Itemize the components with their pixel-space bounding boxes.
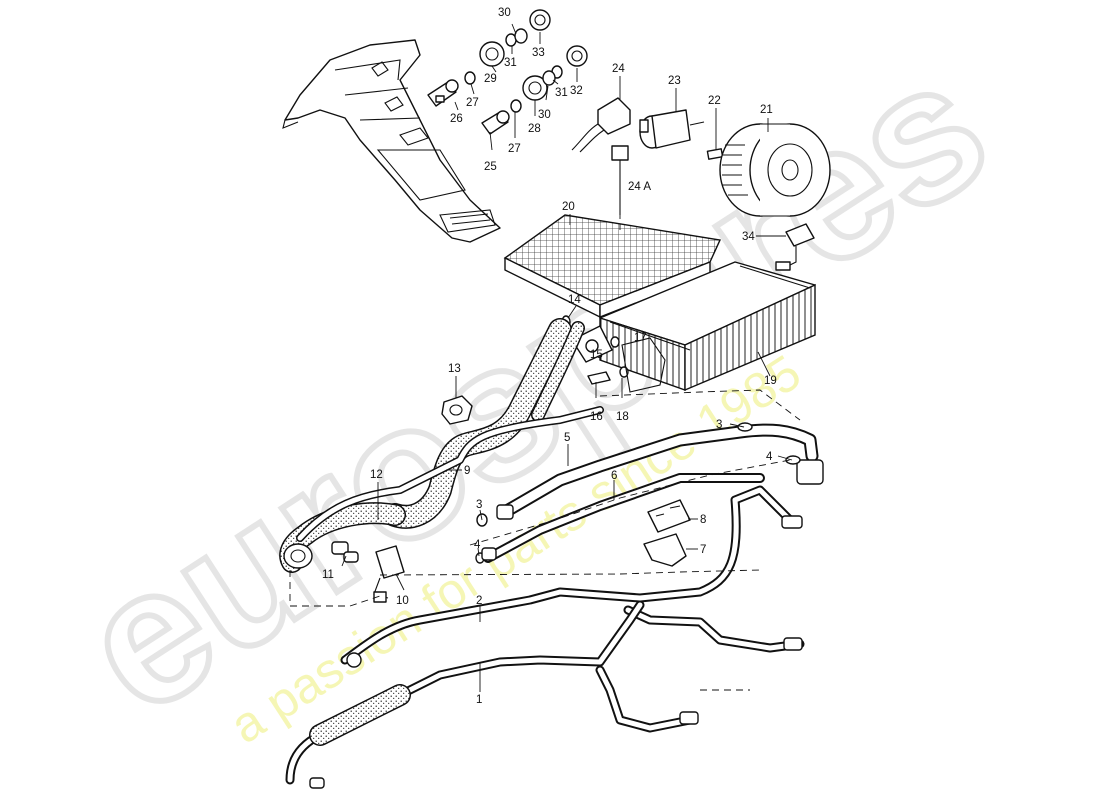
filter-part-20 [503,214,722,318]
switch-part-26 [427,79,459,107]
fittings-part-3-4 [475,422,801,564]
callout-19: 19 [764,375,777,387]
callout-31-upper: 31 [504,57,517,69]
callout-5: 5 [564,432,570,444]
callout-20: 20 [562,201,575,213]
bracket-part-10 [373,545,405,603]
grommet-part-13 [441,395,473,425]
callout-27-lower: 27 [508,143,521,155]
oring-part-17 [610,336,620,348]
knob-part-28 [522,75,548,101]
callout-22: 22 [708,95,721,107]
callout-17: 17 [634,332,647,344]
callout-21: 21 [760,104,773,116]
ring-part-30 [514,28,556,86]
callout-7: 7 [700,544,706,556]
knob-part-32 [566,45,588,67]
callout-3-lower: 3 [476,499,482,511]
clamp-part-8 [647,499,691,533]
knob-part-29 [479,41,505,67]
callout-31-lower: 31 [555,87,568,99]
callout-4-lower: 4 [474,539,481,551]
callout-29: 29 [484,73,497,85]
callout-30-upper: 30 [498,7,511,19]
pipe-part-1 [285,600,699,789]
callout-4-upper: 4 [766,451,773,463]
fitting-part-11 [331,541,359,563]
pipe-part-5 [498,423,824,519]
callout-12: 12 [370,469,383,481]
callout-1: 1 [476,694,482,706]
callout-33: 33 [532,47,545,59]
gasket-part-16 [587,371,611,385]
motor-part-23 [639,109,705,149]
callout-26: 26 [450,113,463,125]
hose-end-fitting [283,543,313,569]
callout-labels: 1 2 3 3 4 4 5 6 7 8 9 10 11 12 13 14 15 … [322,7,777,706]
relay-part-24 [571,97,631,153]
callout-23: 23 [668,75,681,87]
callout-10: 10 [396,595,409,607]
evaporator-part-19 [599,261,816,392]
callout-14: 14 [568,294,581,306]
callout-16: 16 [590,411,603,423]
callout-15: 15 [590,349,603,361]
callout-11: 11 [322,569,334,581]
knob-part-33 [529,9,551,31]
washer-part-27 [464,71,522,113]
switch-part-25 [481,110,510,135]
clamp-part-7 [643,533,687,567]
callout-28: 28 [528,123,541,135]
callout-13: 13 [448,363,461,375]
shaft-part-22 [706,148,724,160]
pipe-part-6 [483,473,765,563]
callout-2: 2 [476,595,482,607]
assembly-dash-lines [289,212,801,691]
callout-8: 8 [700,514,706,526]
callout-6: 6 [611,470,617,482]
center-console-part [282,39,501,243]
callout-34: 34 [742,231,755,243]
callout-9: 9 [464,465,470,477]
callout-27-upper: 27 [466,97,479,109]
pipe-part-2 [340,485,805,668]
blower-fan-part-21 [719,123,831,217]
leader-lines [341,23,793,692]
liquid-line-part-12 [296,406,604,542]
callout-3-upper: 3 [716,419,722,431]
callout-24: 24 [612,63,625,75]
valve-bracket [621,337,666,393]
callout-25: 25 [484,161,497,173]
resistor-part-34 [775,223,815,271]
callout-32: 32 [570,85,583,97]
callout-24a: 24 A [628,181,651,193]
callout-18: 18 [616,411,629,423]
sensor-part-24a [611,145,629,215]
callout-30-lower: 30 [538,109,551,121]
